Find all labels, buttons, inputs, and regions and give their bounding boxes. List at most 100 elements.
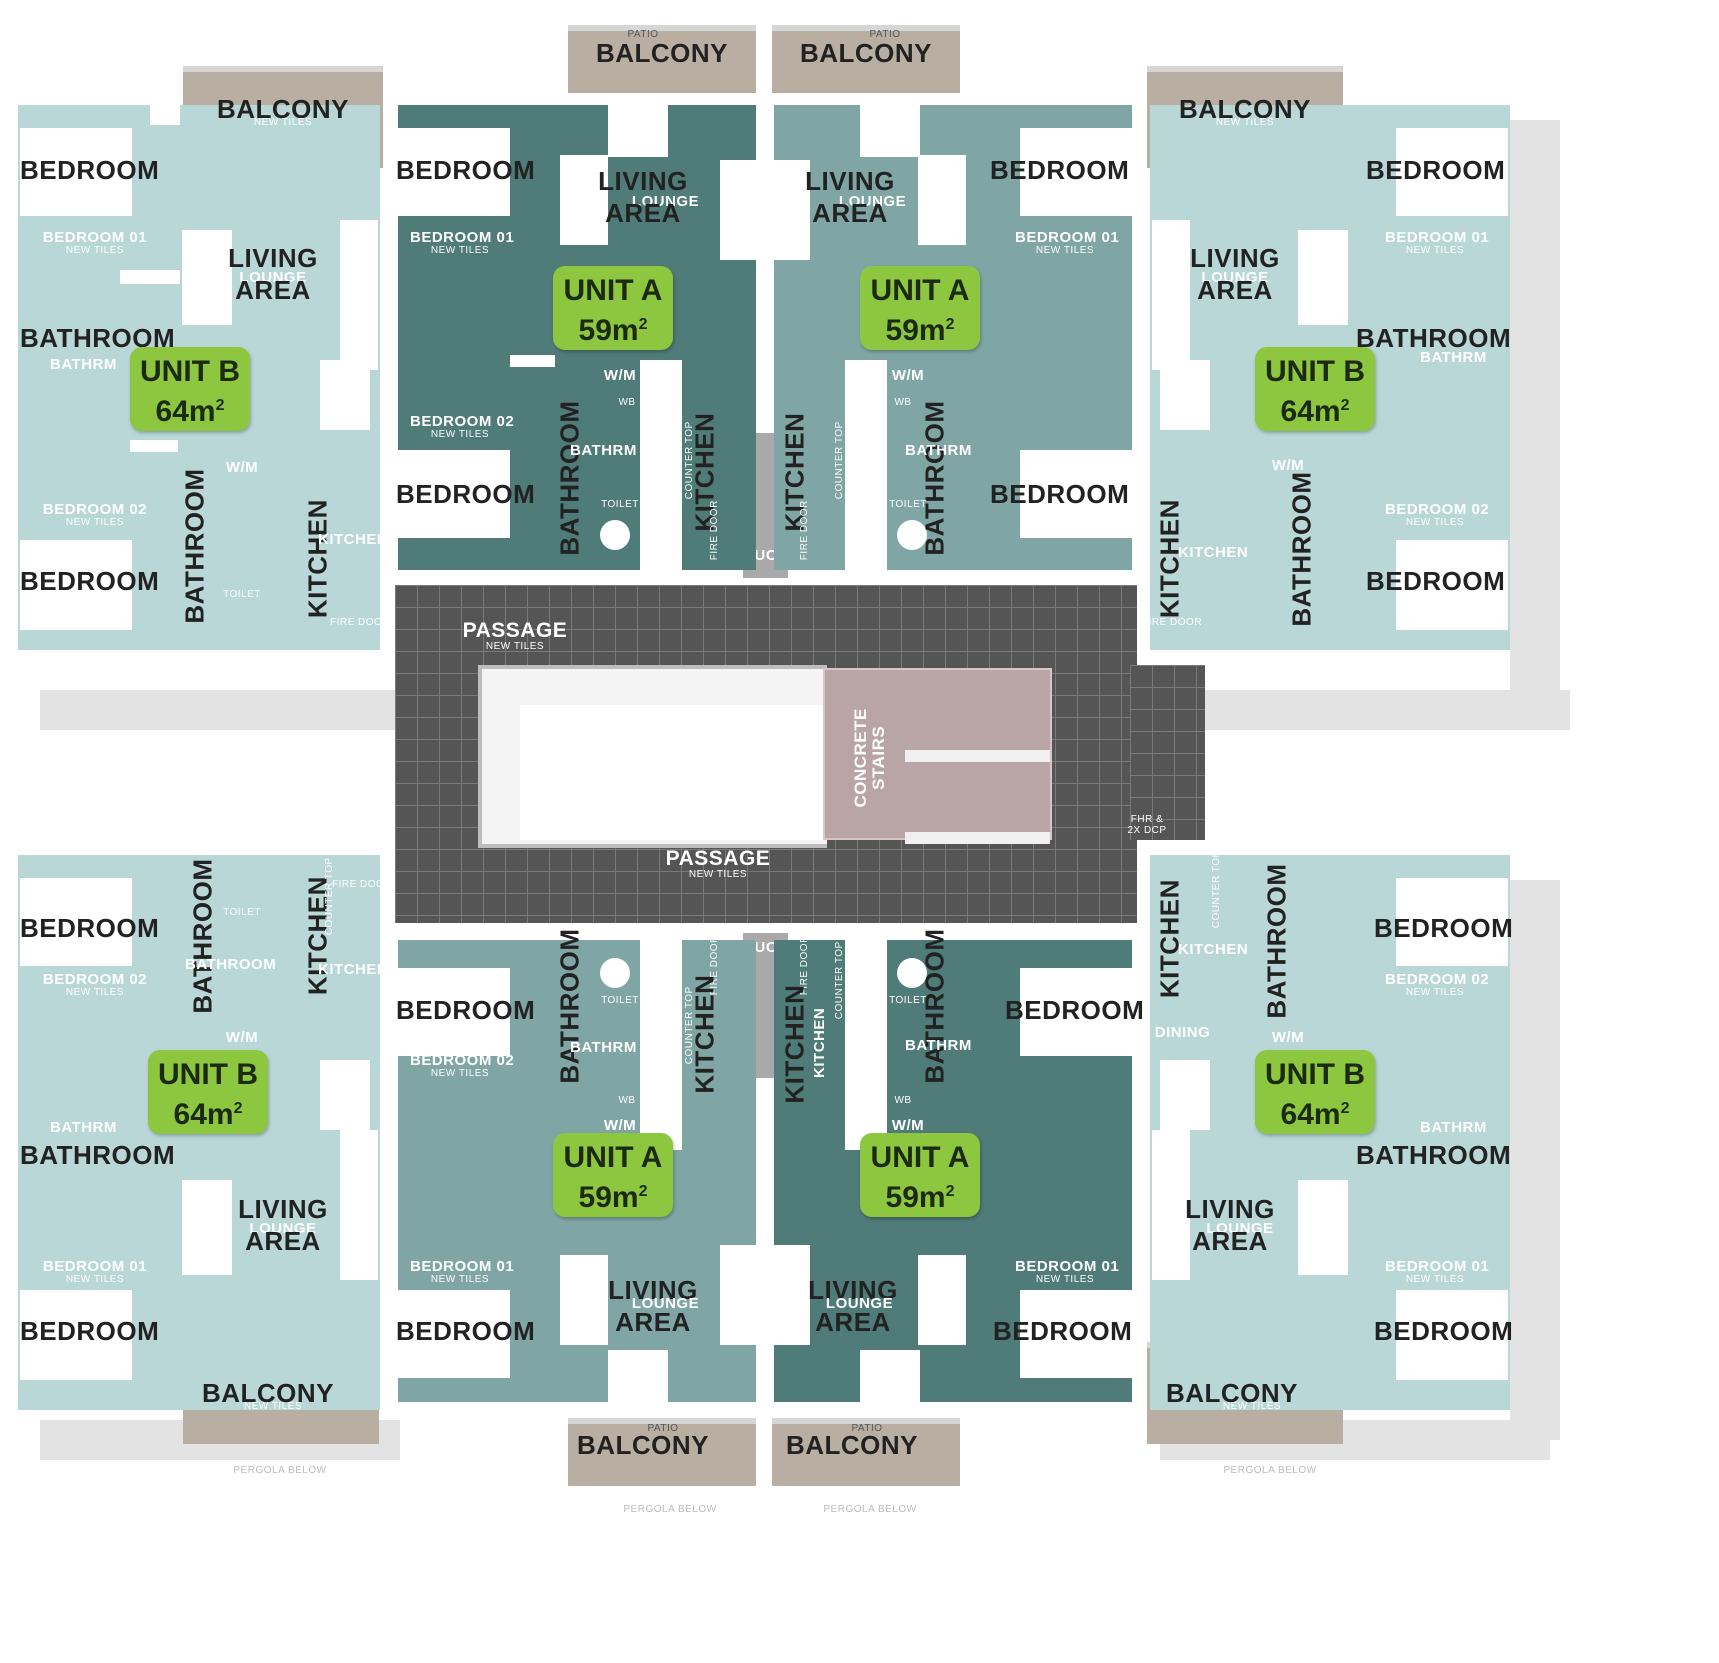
room-bedroom-01: BEDROOM 01 [1015, 1258, 1120, 1275]
bed [398, 968, 510, 1056]
area-superscript: 2 [1340, 1100, 1350, 1117]
room-area: AREA [1192, 1226, 1268, 1256]
room-lounge: LOUNGE [631, 193, 700, 210]
counter [720, 1245, 756, 1345]
counter-top-label: COUNTER TOP [683, 421, 695, 500]
fire-door-label: FIRE DOOR [798, 500, 810, 561]
room-bedroom: BEDROOM [20, 566, 160, 596]
room-bathrm: BATHRM [50, 1119, 117, 1136]
balcony [772, 25, 960, 93]
table [1160, 1060, 1210, 1130]
bed [1396, 1290, 1508, 1380]
room-lounge: LOUNGE [249, 1220, 317, 1237]
room-bedroom-01: BEDROOM 01 [42, 229, 148, 246]
pergola-label: PERGOLA BELOW [623, 1504, 717, 1515]
balcony-label: BALCONY [1165, 1378, 1299, 1408]
room-bedroom: BEDROOM [396, 1316, 536, 1346]
balcony-label: BALCONY [799, 38, 933, 68]
room-kitchen: KITCHEN [689, 974, 720, 1094]
new-tiles-label: NEW TILES [1035, 1274, 1095, 1285]
counter-top-label: COUNTER TOP [1210, 850, 1222, 929]
room-kitchen-small: KITCHEN [318, 531, 389, 548]
room-bathrm: BATHRM [1420, 349, 1487, 366]
counter [845, 360, 887, 570]
balcony-label: BALCONY [785, 1430, 919, 1460]
toilet [600, 958, 630, 988]
area-superscript: 2 [945, 316, 955, 333]
fire-door-label: FIRE DOOR [330, 617, 391, 628]
room-bedroom: BEDROOM [20, 155, 160, 185]
concrete-stairs-label: CONCRETE STAIRS [851, 708, 888, 808]
bed [1020, 968, 1132, 1056]
patio-label: PATIO [627, 29, 659, 40]
area-value: 59m [885, 314, 946, 347]
fire-door-label: FIRE DOOR [332, 879, 393, 890]
new-tiles-label: NEW TILES [1215, 117, 1275, 128]
wm-label: W/M [225, 1029, 259, 1046]
concrete-text: CONCRETE [851, 708, 871, 808]
room-lounge: LOUNGE [1206, 1220, 1274, 1237]
counter [1152, 220, 1190, 370]
new-tiles-label: NEW TILES [430, 429, 490, 440]
table [320, 360, 370, 430]
room-kitchen: KITCHEN [302, 499, 333, 619]
table [608, 1350, 668, 1402]
balcony-label: BALCONY [576, 1430, 710, 1460]
area-value: 64m [155, 395, 216, 428]
patio-label: PATIO [851, 1423, 883, 1434]
wm-label: W/M [225, 459, 259, 476]
area-superscript: 2 [638, 316, 648, 333]
stairs-text: STAIRS [869, 725, 888, 790]
sofa [560, 1255, 608, 1345]
unit-a-badge: UNIT A 59m2 [860, 266, 980, 350]
bed [398, 450, 510, 538]
room-bedroom-02: BEDROOM 02 [1385, 971, 1490, 988]
sofa [918, 1255, 966, 1345]
room-dining: DINING [1154, 1024, 1211, 1041]
passage-text: PASSAGE [462, 619, 568, 642]
unit-a-name: UNIT A [563, 1141, 663, 1174]
wb-label: WB [894, 1095, 912, 1106]
table [608, 105, 668, 157]
table [320, 1060, 370, 1130]
pergola-label: PERGOLA BELOW [823, 1504, 917, 1515]
room-bedroom-01: BEDROOM 01 [410, 1258, 515, 1275]
wall [130, 440, 178, 452]
counter-top-label: COUNTER TOP [323, 857, 335, 936]
room-bedroom-02: BEDROOM 02 [410, 1052, 515, 1069]
fhr-label: FHR & 2X DCP [1112, 814, 1182, 836]
bed [1396, 540, 1508, 630]
dcp-text: 2X DCP [1127, 824, 1167, 836]
new-tiles-label: NEW TILES [430, 1274, 490, 1285]
unit-b-badge: UNIT B 64m2 [148, 1050, 268, 1134]
new-tiles-label: NEW TILES [430, 245, 490, 256]
room-bathroom: BATHROOM [1356, 323, 1512, 353]
passage-text: PASSAGE [665, 847, 771, 870]
sofa [182, 230, 232, 325]
counter [640, 940, 682, 1150]
room-bathrm: BATHROOM [185, 956, 277, 973]
room-area: AREA [235, 275, 311, 305]
unit-a-area: 59m2 [553, 1175, 673, 1215]
room-bedroom: BEDROOM [20, 913, 160, 943]
sofa [182, 1180, 232, 1275]
shadow [40, 690, 400, 730]
fhr-text: FHR & [1130, 814, 1164, 825]
bed [398, 1290, 510, 1378]
area-value: 59m [578, 1181, 639, 1214]
table [860, 1350, 920, 1402]
room-area: AREA [615, 1307, 691, 1337]
wb-label: WB [618, 397, 636, 408]
new-tiles-label: NEW TILES [243, 1401, 303, 1412]
fire-door-label: FIRE DOOR [708, 500, 720, 561]
unit-b-name: UNIT B [1265, 1058, 1365, 1091]
unit-b-area: 64m2 [148, 1092, 268, 1132]
room-bedroom: BEDROOM [1366, 155, 1506, 185]
room-bedroom-02: BEDROOM 02 [42, 971, 148, 988]
room-bedroom: BEDROOM [396, 479, 536, 509]
sofa [560, 155, 608, 245]
patio-label: PATIO [647, 1423, 679, 1434]
void-inner [520, 705, 825, 840]
counter [640, 360, 682, 570]
unit-a-name: UNIT A [870, 1141, 970, 1174]
